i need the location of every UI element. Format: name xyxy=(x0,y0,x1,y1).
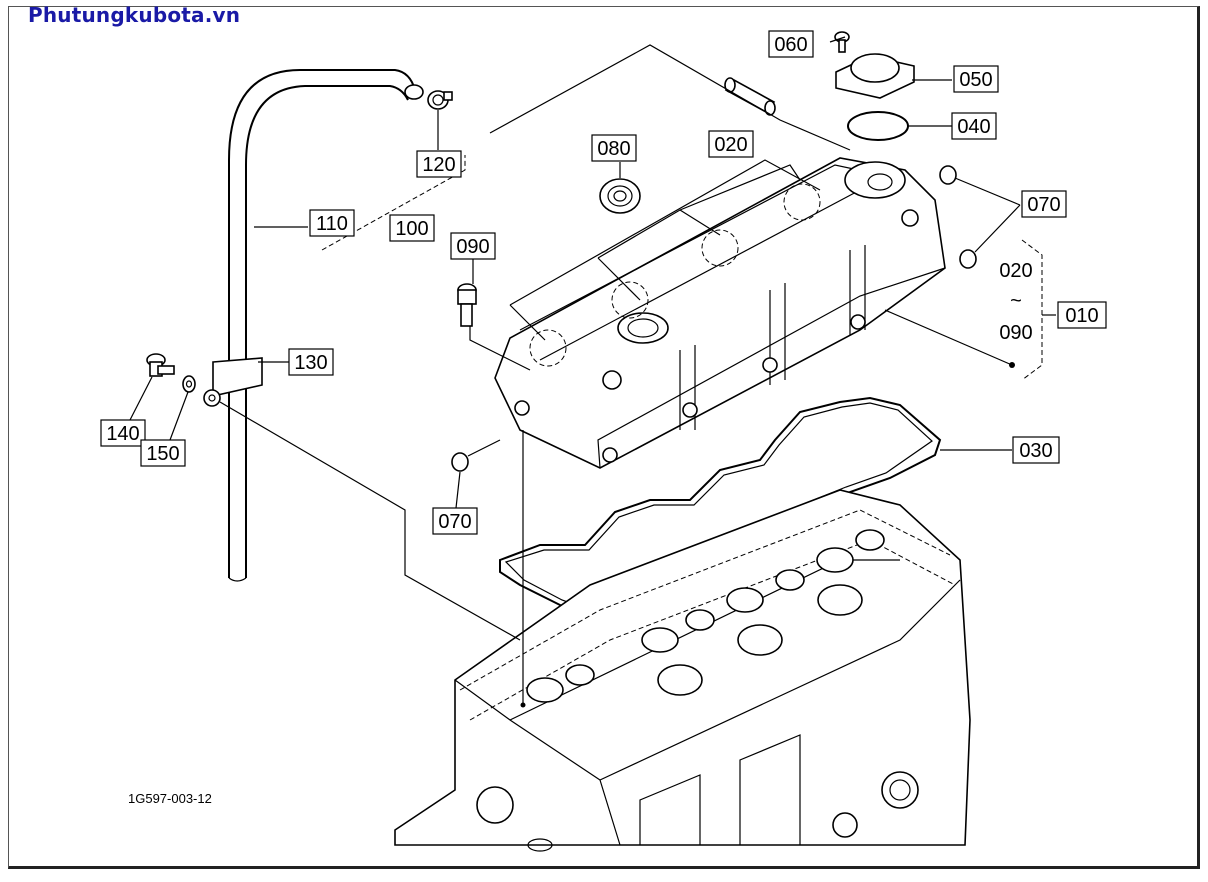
label-120[interactable]: 120 xyxy=(416,150,462,178)
washer-150 xyxy=(182,375,196,393)
label-080[interactable]: 080 xyxy=(591,134,637,162)
diagram-frame xyxy=(8,6,1200,869)
svg-text:080: 080 xyxy=(597,138,630,160)
cylinder-head xyxy=(394,489,971,852)
svg-text:100: 100 xyxy=(395,218,428,240)
breather-hose-110 xyxy=(228,69,424,582)
svg-text:020: 020 xyxy=(714,134,747,156)
svg-text:110: 110 xyxy=(316,213,348,235)
svg-text:070: 070 xyxy=(1027,194,1060,216)
grommet-070-left xyxy=(451,452,469,472)
range-to: 090 xyxy=(999,322,1032,344)
leader-lines xyxy=(129,36,1056,708)
label-110[interactable]: 110 xyxy=(309,209,355,237)
svg-text:090: 090 xyxy=(456,236,489,258)
range-note: 020 ~ 090 xyxy=(999,260,1032,344)
brand-watermark: Phutungkubota.vn xyxy=(28,3,241,27)
label-030[interactable]: 030 xyxy=(1012,436,1060,464)
svg-text:140: 140 xyxy=(106,423,139,445)
bolt-090 xyxy=(457,283,477,327)
label-100[interactable]: 100 xyxy=(389,214,435,242)
label-150[interactable]: 150 xyxy=(140,439,186,467)
oil-seal-080 xyxy=(599,178,641,214)
svg-text:070: 070 xyxy=(438,511,471,533)
range-from: 020 xyxy=(999,260,1032,282)
svg-text:130: 130 xyxy=(294,352,327,374)
label-060[interactable]: 060 xyxy=(768,30,814,58)
label-040[interactable]: 040 xyxy=(951,112,997,140)
svg-text:120: 120 xyxy=(422,154,455,176)
label-130[interactable]: 130 xyxy=(288,348,334,376)
drawing-code: 1G597-003-12 xyxy=(128,791,212,806)
label-140[interactable]: 140 xyxy=(100,419,146,447)
svg-text:040: 040 xyxy=(957,116,990,138)
part-labels: 060 050 040 020 080 070 120 110 100 090 … xyxy=(100,30,1107,535)
label-070-left[interactable]: 070 xyxy=(432,507,478,535)
cap-050 xyxy=(835,53,915,99)
bolt-140 xyxy=(146,353,175,377)
label-070-right[interactable]: 070 xyxy=(1021,190,1067,218)
svg-text:010: 010 xyxy=(1065,305,1098,327)
pipe-020 xyxy=(724,77,776,116)
screw-060 xyxy=(834,31,850,53)
label-090[interactable]: 090 xyxy=(450,232,496,260)
cylinder-head-cover xyxy=(494,157,946,469)
range-separator: ~ xyxy=(1010,290,1022,312)
label-050[interactable]: 050 xyxy=(953,65,999,93)
svg-text:060: 060 xyxy=(774,34,807,56)
svg-text:150: 150 xyxy=(146,443,179,465)
hose-clamp-120 xyxy=(427,90,453,110)
o-ring-040 xyxy=(847,111,909,141)
label-020[interactable]: 020 xyxy=(708,130,754,158)
label-010[interactable]: 010 xyxy=(1057,301,1107,329)
svg-text:050: 050 xyxy=(959,69,992,91)
svg-text:030: 030 xyxy=(1019,440,1052,462)
grommet-070-top xyxy=(939,165,977,269)
hose-clip-130 xyxy=(203,357,263,407)
